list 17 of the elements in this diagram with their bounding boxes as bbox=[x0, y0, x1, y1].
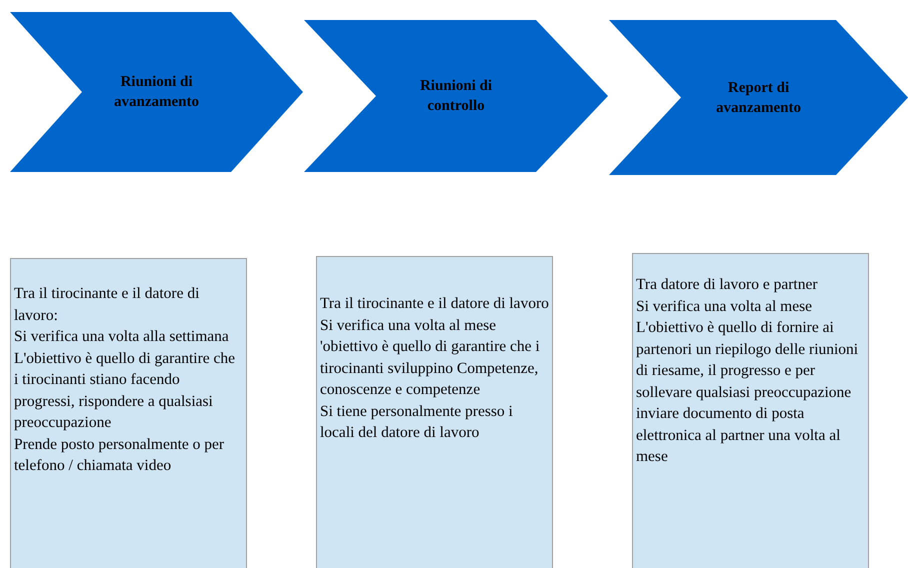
description-box bbox=[632, 253, 869, 568]
description-text: Si verifica una volta al mese bbox=[636, 296, 814, 316]
step-title: Riunioni di controllo bbox=[418, 77, 494, 116]
description-box bbox=[316, 256, 553, 568]
description-text: Si verifica una volta al mese bbox=[320, 316, 498, 336]
description-text: Tra il tirocinante e il datore di lavoro: bbox=[14, 284, 200, 326]
description-text: Tra il tirocinante e il datore di lavoro bbox=[320, 294, 549, 314]
description-text: Prende posto personalmente o per telefono / chiamata video bbox=[14, 434, 226, 476]
description-text: inviare documento di posta elettronica al partner una volta al mese bbox=[636, 404, 842, 467]
step-title: Riunioni di avanzamento bbox=[113, 73, 200, 112]
description-text: Tra datore di lavoro e partner bbox=[636, 275, 818, 295]
description-text: 'obiettivo è quello di garantire che i tirocinanti sviluppino Competenze, conoscenze e competenze bbox=[320, 337, 541, 400]
description-text: Si verifica una volta alla settimana bbox=[14, 327, 230, 347]
description-text: L'obiettivo è quello di garantire che i tirocinanti stiano facendo progressi, rispondere a qualsiasi preoccupazione bbox=[14, 348, 236, 433]
description-box bbox=[10, 258, 247, 568]
step-title: Report di avanzamento bbox=[715, 78, 802, 118]
description-text: Si tiene personalmente presso i locali del datore di lavoro bbox=[320, 402, 514, 443]
